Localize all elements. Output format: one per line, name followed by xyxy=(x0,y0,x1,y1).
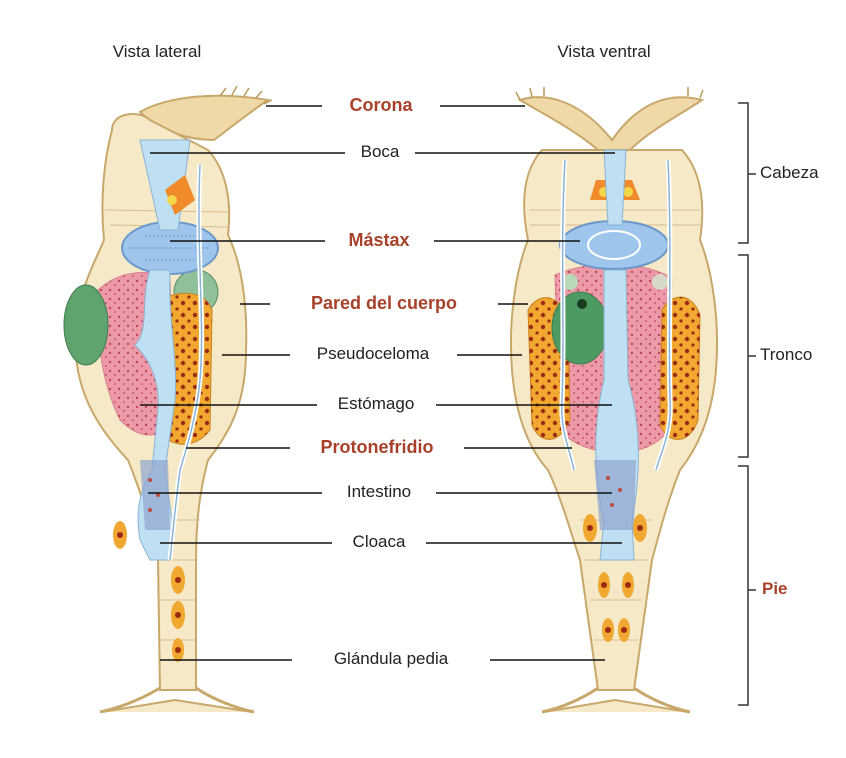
label-corona: Corona xyxy=(350,95,413,116)
bracket-pie xyxy=(738,466,756,705)
bracket-cabeza xyxy=(738,103,756,243)
ventral-view xyxy=(511,87,717,712)
label-boca: Boca xyxy=(361,142,400,162)
label-protonefridio: Protonefridio xyxy=(321,437,434,458)
digestive-ventral xyxy=(604,150,626,225)
title-ventral-view: Vista ventral xyxy=(557,42,650,62)
region-cabeza: Cabeza xyxy=(760,163,819,183)
title-lateral-view: Vista lateral xyxy=(113,42,202,62)
label-glandula-pedia: Glándula pedia xyxy=(334,649,448,669)
label-pared-del-cuerpo: Pared del cuerpo xyxy=(311,293,457,314)
lateral-view xyxy=(64,86,272,712)
region-tronco: Tronco xyxy=(760,345,812,365)
label-intestino: Intestino xyxy=(347,482,411,502)
bracket-tronco xyxy=(738,255,756,457)
label-mastax: Mástax xyxy=(348,230,409,251)
region-brackets xyxy=(738,103,756,705)
mastax-ventral xyxy=(560,221,668,269)
label-estomago: Estómago xyxy=(338,394,415,414)
label-pseudoceloma: Pseudoceloma xyxy=(317,344,429,364)
corona-ventral xyxy=(520,97,702,150)
region-pie: Pie xyxy=(762,579,788,599)
label-cloaca: Cloaca xyxy=(353,532,406,552)
green-organ-lateral xyxy=(64,285,108,365)
